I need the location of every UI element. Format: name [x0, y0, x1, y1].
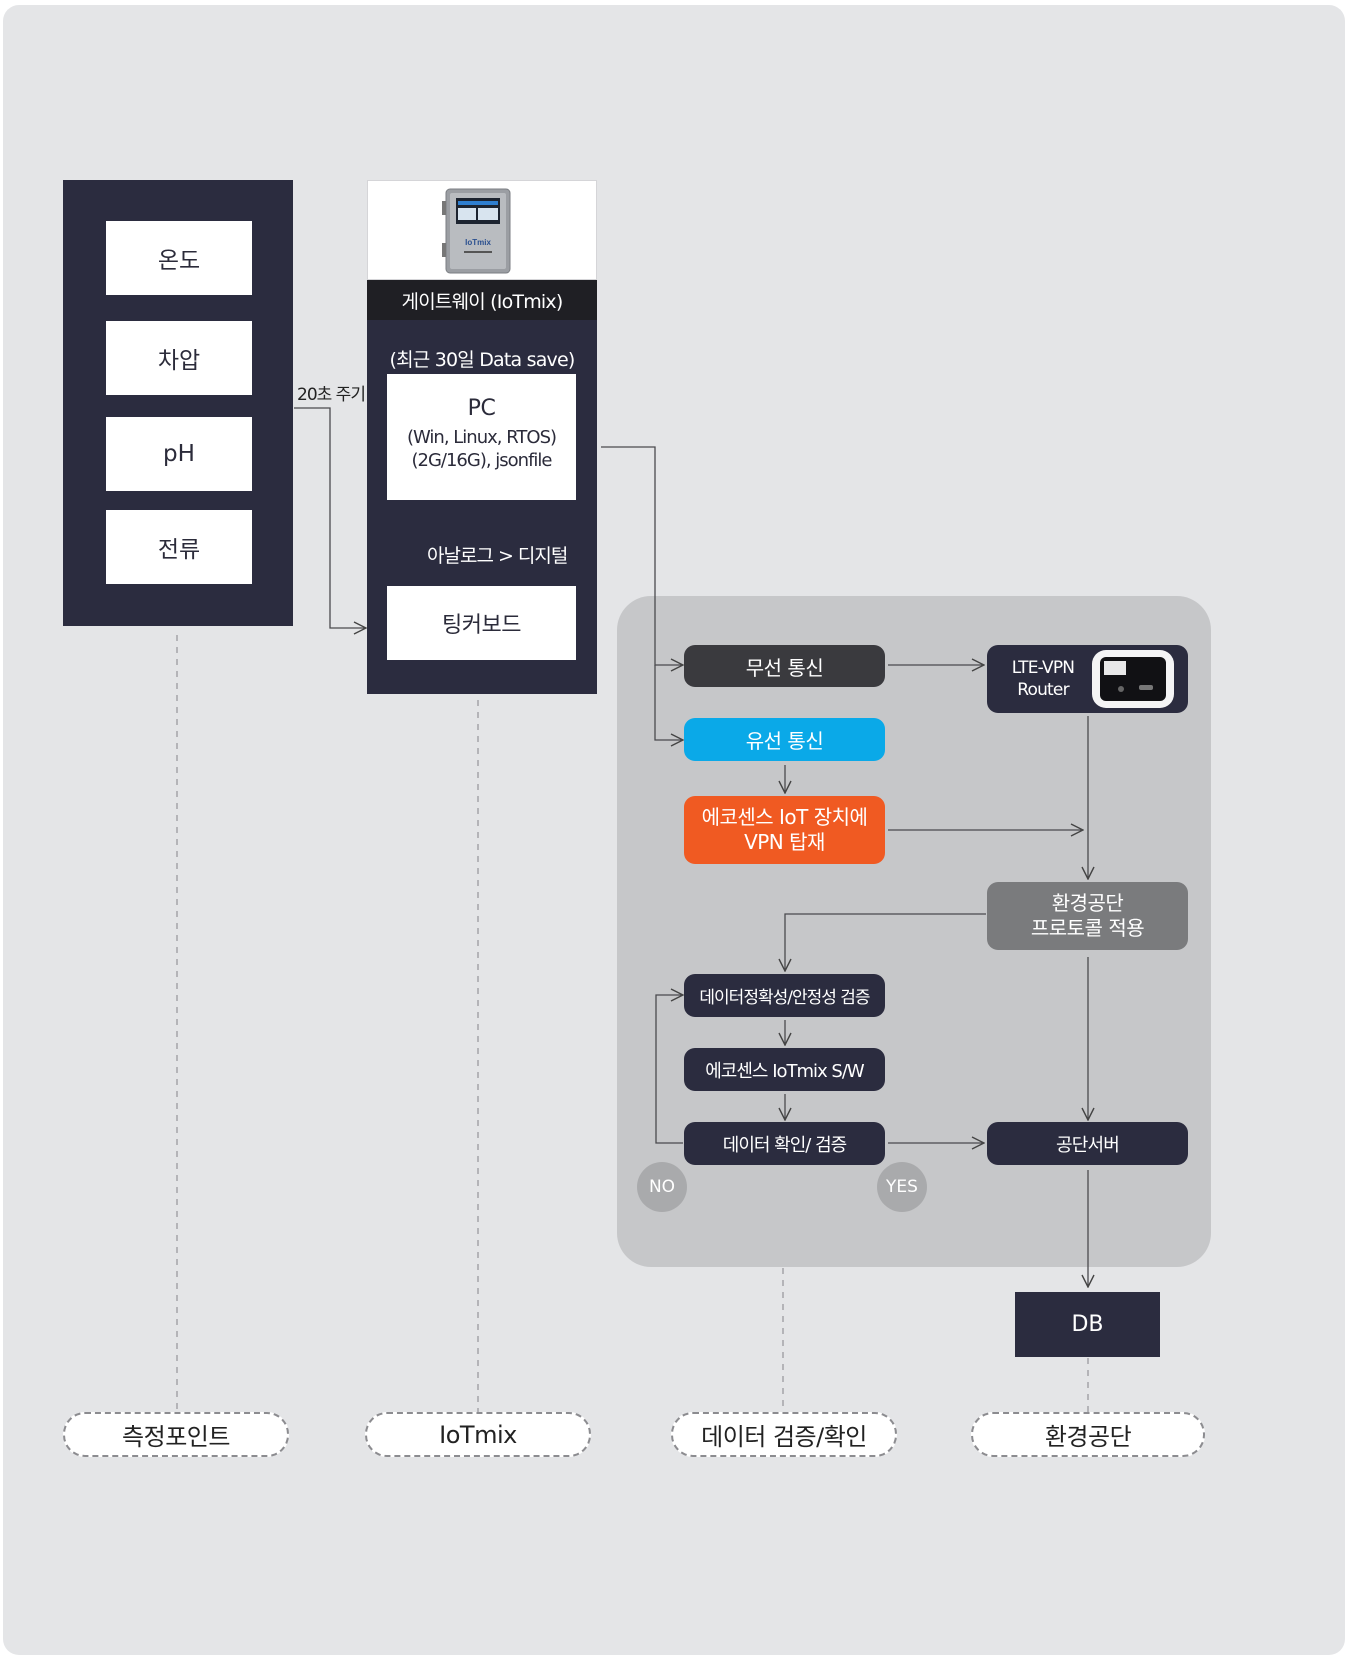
arrow-sensor-to-board	[294, 407, 366, 628]
sensor-current: 전류	[106, 510, 252, 584]
wired-label: 유선 통신	[745, 729, 824, 753]
pc-title: PC	[467, 396, 496, 421]
validation-node: 데이터정확성/안정성 검증	[684, 974, 885, 1017]
sensor-temperature: 온도	[106, 221, 252, 295]
sensor-ph: pH	[106, 417, 252, 491]
wired-comm-node: 유선 통신	[684, 718, 885, 761]
lane-label-iotmix: IoTmix	[365, 1412, 591, 1457]
sensor-differential-pressure: 차압	[106, 321, 252, 395]
protocol-line1: 환경공단	[1051, 891, 1124, 915]
wireless-comm-node: 무선 통신	[684, 645, 885, 687]
vpn-line1: 에코센스 IoT 장치에	[701, 805, 868, 829]
sensor-label: 전류	[157, 537, 201, 563]
pc-box: PC (Win, Linux, RTOS) (2G/16G), jsonfile	[387, 374, 576, 500]
confirm-node: 데이터 확인/ 검증	[684, 1122, 885, 1165]
no-badge: NO	[637, 1162, 687, 1212]
lte-line2: Router	[1017, 680, 1069, 700]
wireless-label: 무선 통신	[745, 655, 824, 680]
lane-label-verify: 데이터 검증/확인	[671, 1412, 897, 1457]
gateway-title: 게이트웨이 (IoTmix)	[401, 290, 564, 313]
lane-label: 측정포인트	[122, 1423, 230, 1451]
protocol-node: 환경공단 프로토콜 적용	[987, 882, 1188, 950]
arrow-protocol-to-validate	[785, 913, 986, 971]
arrow-no-loop	[655, 995, 683, 1144]
lte-router-node: LTE-VPN Router	[987, 645, 1188, 713]
storage-note: (최근 30일 Data save)	[389, 349, 575, 371]
lane-label: 데이터 검증/확인	[701, 1423, 867, 1451]
interval-label: 20초 주기	[297, 385, 366, 405]
sensor-label: 차압	[157, 348, 201, 374]
lane-label: IoTmix	[439, 1420, 517, 1449]
conversion-label: 아날로그 > 디지털	[427, 545, 568, 567]
arrow-pc-to-wireless	[601, 446, 683, 665]
yes-label: YES	[886, 1177, 918, 1197]
protocol-line2: 프로토콜 적용	[1030, 916, 1145, 940]
agency-server-node: 공단서버	[987, 1122, 1188, 1165]
yes-badge: YES	[877, 1162, 927, 1212]
gateway-brand-mark: IoTmix	[465, 238, 491, 247]
no-label: NO	[648, 1177, 676, 1197]
lte-router-label: LTE-VPN Router	[987, 657, 1099, 701]
tinker-board-box: 팅커보드	[387, 586, 576, 660]
board-label: 팅커보드	[442, 613, 521, 638]
confirm-label: 데이터 확인/ 검증	[722, 1134, 847, 1156]
lte-line1: LTE-VPN	[1011, 658, 1075, 678]
lane-label-agency: 환경공단	[971, 1412, 1205, 1457]
software-label: 에코센스 IoTmix S/W	[705, 1060, 864, 1082]
sensor-label: pH	[163, 441, 195, 467]
lane-label-measure: 측정포인트	[63, 1412, 289, 1457]
server-label: 공단서버	[1055, 1134, 1120, 1156]
gateway-title-bar: 게이트웨이 (IoTmix)	[367, 280, 597, 320]
vpn-node: 에코센스 IoT 장치에 VPN 탑재	[684, 796, 885, 864]
sensor-label: 온도	[157, 248, 201, 274]
vpn-line2: VPN 탑재	[744, 830, 825, 854]
lane-label: 환경공단	[1044, 1423, 1132, 1451]
gateway-device-icon: IoTmix	[442, 188, 511, 274]
pc-spec: (2G/16G), jsonfile	[411, 450, 552, 471]
validate-label: 데이터정확성/안정성 검증	[699, 988, 870, 1008]
db-label: DB	[1071, 1312, 1104, 1337]
gateway-image-area: IoTmix	[367, 180, 597, 280]
db-node: DB	[1015, 1292, 1160, 1357]
software-node: 에코센스 IoTmix S/W	[684, 1048, 885, 1091]
lte-router-icon	[1092, 650, 1174, 708]
pc-os: (Win, Linux, RTOS)	[406, 427, 557, 448]
arrow-pc-to-wired	[654, 665, 683, 740]
